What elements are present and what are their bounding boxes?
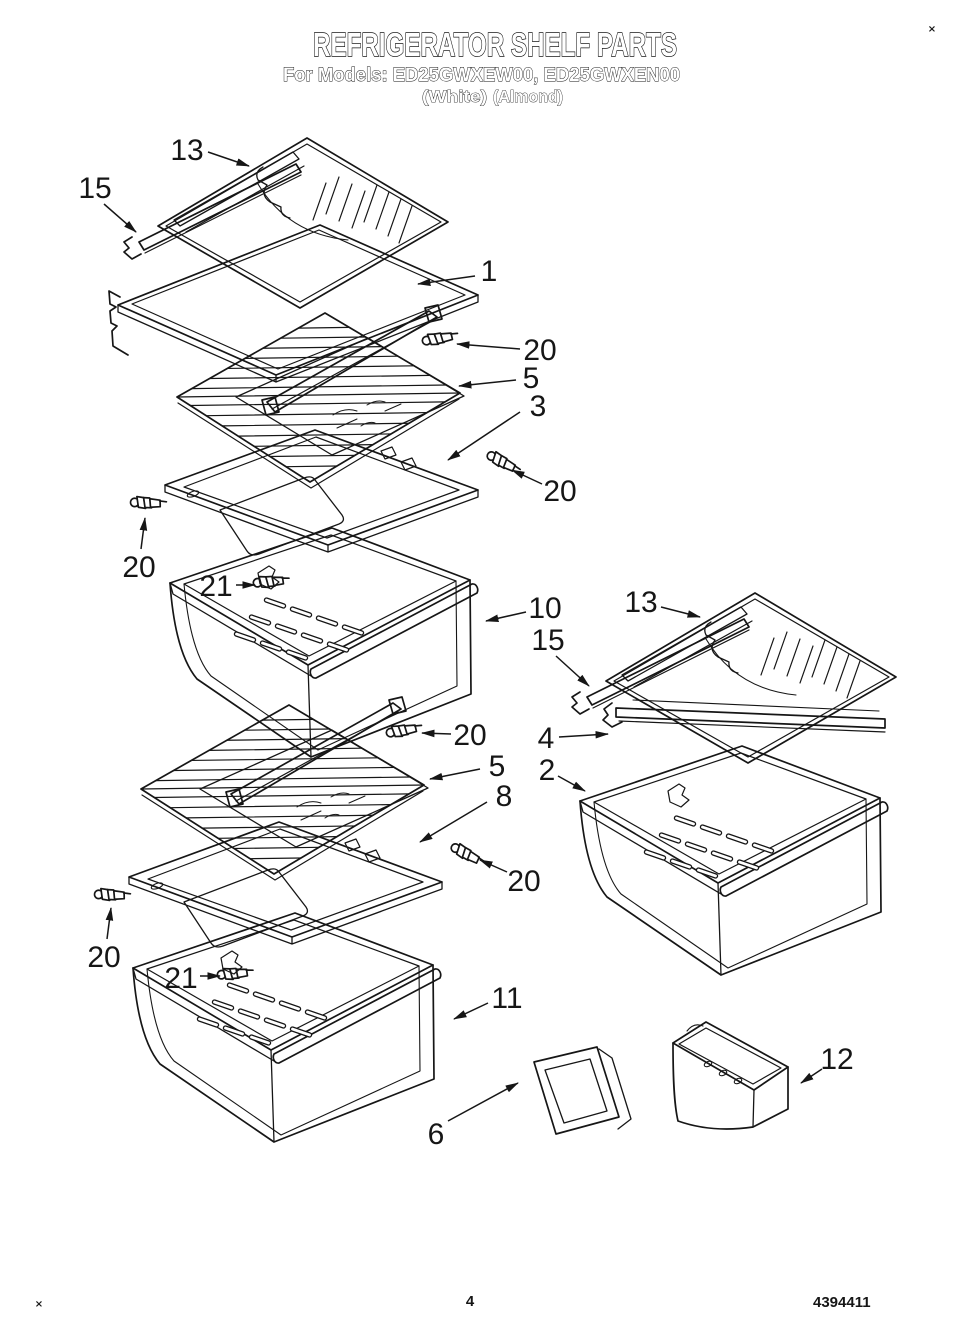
callout-label: 20 (453, 719, 486, 752)
shelf-assembly-lower (94, 697, 487, 983)
callout-arrow (447, 1082, 519, 1122)
callout-arrow (558, 730, 609, 739)
callout-arrow (456, 341, 521, 350)
callout-5-lower: 5 (429, 750, 506, 783)
registration-mark-bottom-left: × (35, 1299, 43, 1310)
callout-label: 1 (481, 255, 498, 288)
part-2-crisper-pan-right (580, 746, 888, 975)
callout-21-upper: 21 (199, 570, 256, 603)
callout-label: 10 (528, 592, 561, 625)
callout-label: 4 (538, 722, 555, 755)
callout-label: 13 (624, 586, 657, 619)
callout-13-top: 13 (170, 134, 250, 167)
registration-mark-top-right: × (928, 24, 936, 35)
part-15-trim-rail-right (571, 618, 750, 715)
page-number: 4 (466, 1293, 475, 1310)
callout-arrow (103, 203, 137, 233)
callout-label: 15 (78, 172, 111, 205)
callout-label: 13 (170, 134, 203, 167)
callout-20-lower-right: 20 (479, 859, 541, 898)
part-10-crisper-pan (170, 528, 478, 757)
callout-label: 20 (543, 475, 576, 508)
page-title: REFRIGERATOR SHELF PARTS (313, 26, 677, 63)
callout-20-upper-right: 20 (511, 469, 577, 508)
callout-label: 15 (531, 624, 564, 657)
callout-12: 12 (800, 1043, 854, 1084)
callout-20-upper-left: 20 (122, 517, 156, 584)
part-4-shelf-rail (602, 699, 886, 733)
callout-20-rail-lower: 20 (421, 719, 487, 752)
callout-4: 4 (538, 722, 609, 755)
callout-arrow (105, 907, 114, 940)
finish-label-almond: (Almond) (493, 87, 563, 106)
callout-label: 21 (199, 570, 232, 603)
shelf-assembly-upper (130, 305, 523, 591)
callout-2: 2 (539, 754, 586, 792)
finish-label-white: (White) (422, 87, 487, 106)
callout-6: 6 (428, 1082, 519, 1151)
callout-arrow (421, 729, 452, 738)
callout-label: 20 (507, 865, 540, 898)
callout-21-lower: 21 (164, 962, 221, 995)
callout-13-right: 13 (624, 586, 701, 619)
callout-arrow (479, 859, 508, 873)
callout-10: 10 (485, 592, 562, 625)
callout-arrow (207, 151, 250, 167)
callout-label: 20 (523, 334, 556, 367)
models-line: For Models: ED25GWXEW00, ED25GWXEN00 (283, 65, 680, 86)
callout-8: 8 (419, 780, 513, 843)
callout-label: 21 (164, 962, 197, 995)
callout-arrow (800, 1068, 823, 1084)
callout-arrow (453, 1002, 489, 1020)
callout-15-right: 15 (531, 624, 590, 687)
callout-label: 8 (496, 780, 513, 813)
callout-3: 3 (447, 390, 547, 461)
callout-arrow (511, 469, 543, 485)
callout-label: 3 (530, 390, 547, 423)
callout-arrow (417, 275, 476, 287)
part-11-crisper-pan (133, 913, 441, 1142)
callout-arrow (458, 379, 517, 389)
callout-arrow (660, 606, 701, 618)
callout-20-lower-left: 20 (87, 907, 121, 974)
callout-arrow (447, 411, 521, 461)
callout-label: 2 (539, 754, 556, 787)
callout-20-rail-upper: 20 (456, 334, 557, 367)
callout-label: 20 (122, 551, 155, 584)
part-12-door-bin (672, 1021, 789, 1130)
callout-15-top: 15 (78, 172, 137, 233)
callout-label: 12 (820, 1043, 853, 1076)
callout-arrow (429, 768, 481, 781)
callout-arrow (555, 655, 590, 687)
part-6-trim-plate (533, 1046, 632, 1135)
document-number: 4394411 (813, 1294, 871, 1311)
callout-1: 1 (417, 255, 498, 288)
callout-arrow (557, 775, 586, 792)
callout-label: 11 (491, 982, 522, 1015)
callout-label: 6 (428, 1118, 445, 1151)
callout-arrow (485, 611, 527, 622)
callout-label: 5 (489, 750, 506, 783)
callout-label: 20 (87, 941, 120, 974)
part-15-trim-rail-top (123, 163, 302, 260)
callouts: 13 15 1 20 5 3 20 20 (78, 134, 853, 1151)
callout-arrow (139, 517, 148, 550)
callout-5-upper: 5 (458, 362, 540, 395)
callout-11: 11 (453, 982, 523, 1020)
callout-arrow (419, 801, 488, 843)
callout-label: 5 (523, 362, 540, 395)
